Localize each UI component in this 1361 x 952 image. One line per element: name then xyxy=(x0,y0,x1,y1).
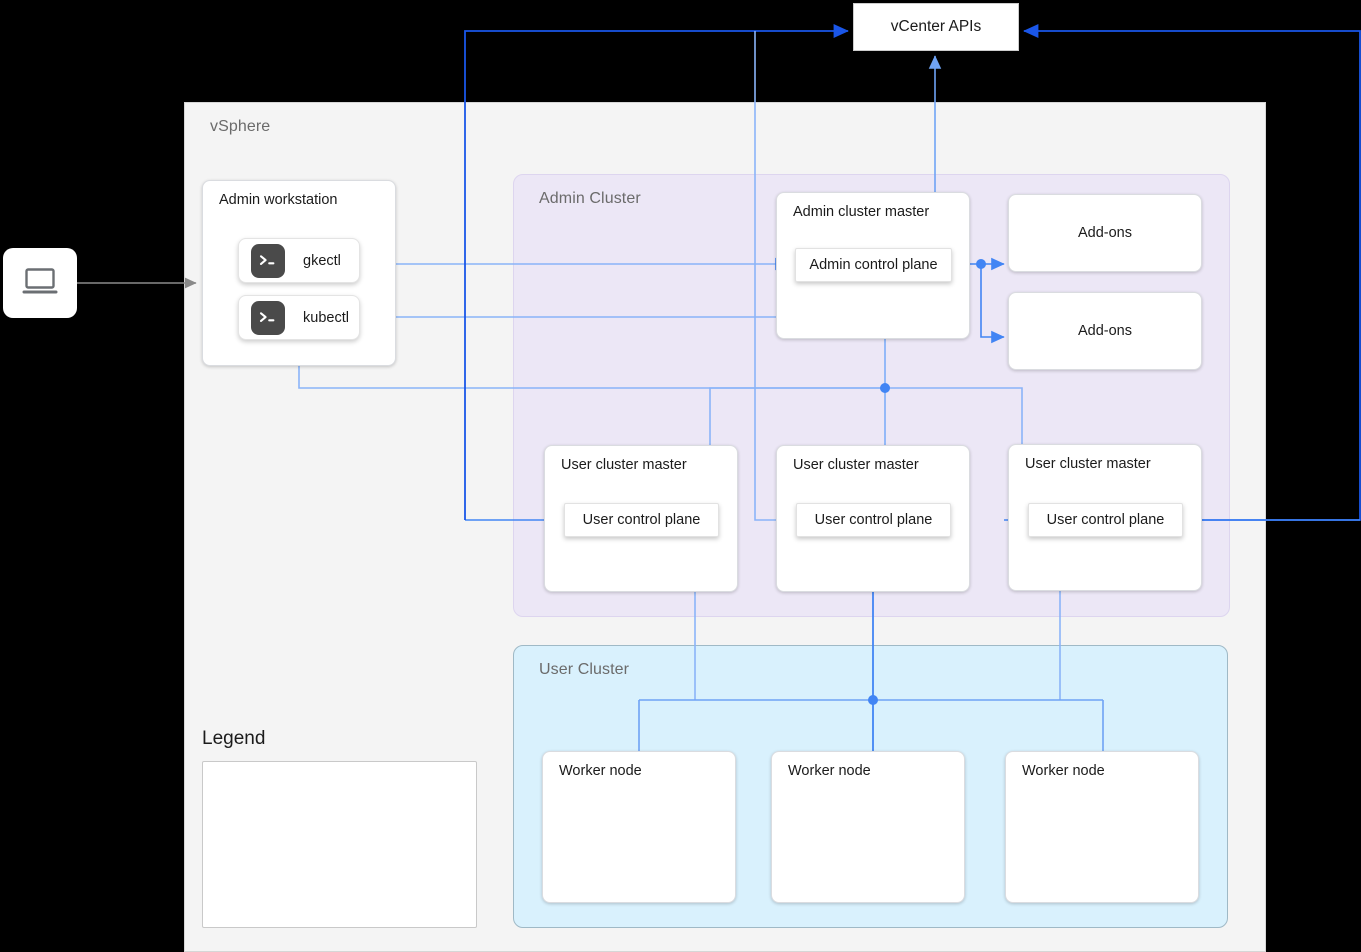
user-control-plane-3[interactable]: User control plane xyxy=(1028,503,1183,537)
user-control-plane-label-2: User control plane xyxy=(814,512,933,528)
user-control-plane-2[interactable]: User control plane xyxy=(796,503,951,537)
terminal-icon xyxy=(251,243,285,278)
cli-chip-kubectl[interactable]: kubectl xyxy=(238,295,360,340)
user-cluster-master-title-1: User cluster master xyxy=(561,457,687,473)
worker-node-title-2: Worker node xyxy=(788,763,871,779)
user-cluster-title: User Cluster xyxy=(539,661,630,678)
vsphere-title: vSphere xyxy=(210,118,271,135)
admin-control-plane[interactable]: Admin control plane xyxy=(795,248,952,282)
cli-label-gkectl: gkectl xyxy=(303,252,341,269)
admin-control-plane-label: Admin control plane xyxy=(809,257,938,273)
admin-cluster-master-title: Admin cluster master xyxy=(793,204,930,220)
vcenter-apis-box[interactable]: vCenter APIs xyxy=(853,3,1019,51)
worker-node-card-3[interactable]: Worker node xyxy=(1005,751,1199,903)
addons-label-1: Add-ons xyxy=(1077,225,1132,241)
user-cluster-master-title-2: User cluster master xyxy=(793,457,919,473)
user-control-plane-label-1: User control plane xyxy=(582,512,701,528)
terminal-icon xyxy=(251,300,285,335)
admin-workstation-title: Admin workstation xyxy=(219,192,338,208)
worker-node-card-2[interactable]: Worker node xyxy=(771,751,965,903)
addons-label-2: Add-ons xyxy=(1077,323,1132,339)
cli-chip-gkectl[interactable]: gkectl xyxy=(238,238,360,283)
laptop-icon xyxy=(21,266,59,301)
vcenter-apis-label: vCenter APIs xyxy=(890,18,982,35)
addons-card-1[interactable]: Add-ons xyxy=(1008,194,1202,272)
legend-title: Legend xyxy=(202,728,266,749)
user-control-plane-label-3: User control plane xyxy=(1046,512,1165,528)
cli-label-kubectl: kubectl xyxy=(303,309,349,326)
user-node[interactable] xyxy=(3,248,77,318)
admin-cluster-title: Admin Cluster xyxy=(539,190,641,207)
worker-node-card-1[interactable]: Worker node xyxy=(542,751,736,903)
worker-node-title-1: Worker node xyxy=(559,763,642,779)
user-cluster-master-title-3: User cluster master xyxy=(1025,456,1151,472)
addons-card-2[interactable]: Add-ons xyxy=(1008,292,1202,370)
legend-box xyxy=(202,761,477,928)
user-control-plane-1[interactable]: User control plane xyxy=(564,503,719,537)
worker-node-title-3: Worker node xyxy=(1022,763,1105,779)
